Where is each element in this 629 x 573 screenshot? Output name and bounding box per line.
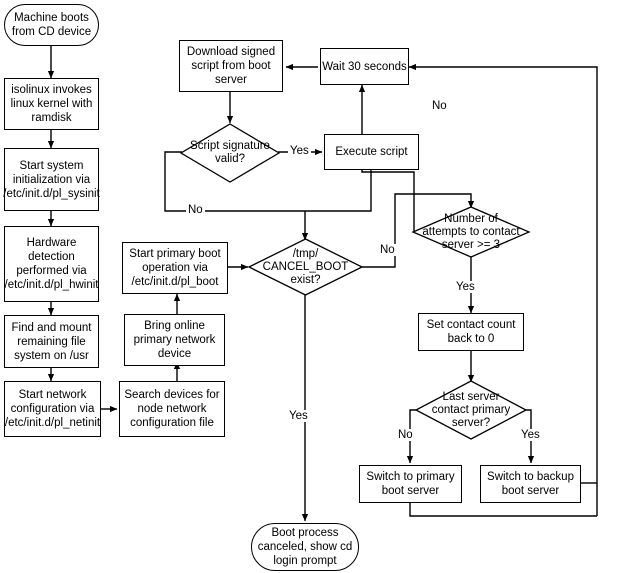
- edge-label-last-server-no: No: [396, 429, 415, 441]
- node-execute-script[interactable]: Execute script: [324, 134, 419, 170]
- edge-rail-to-wait: [408, 63, 598, 516]
- node-start-sysinit[interactable]: Start system initialization via /etc/ini…: [3, 148, 100, 211]
- node-isolinux-label: isolinux invokes linux kernel with ramdi…: [10, 84, 93, 124]
- diamond-shape-cancel-boot: [247, 238, 364, 296]
- decision-attempts-count-label: Number of attempts to contact server >= …: [422, 212, 520, 251]
- node-execute-script-label: Execute script: [335, 146, 408, 158]
- edge-label-attempts-no: No: [430, 100, 449, 112]
- node-start-primary-boot[interactable]: Start primary boot operation via /etc/in…: [122, 242, 228, 294]
- edge-execute-to-merge: [305, 170, 372, 212]
- node-start-sysinit-label: Start system initialization via /etc/ini…: [3, 159, 100, 200]
- node-start-network-config-label: Start network configuration via /etc/ini…: [4, 389, 101, 429]
- decision-cancel-boot-exists[interactable]: /tmp/ CANCEL_BOOT exist?: [247, 238, 364, 296]
- decision-script-signature-valid-label: Script signature valid?: [190, 140, 270, 165]
- edge-attempts-no-to-wait: [358, 84, 415, 231]
- edge-label-script-valid-no: No: [186, 204, 205, 216]
- edge-label-cancel-boot-no: No: [378, 244, 397, 256]
- node-start-network-config[interactable]: Start network configuration via /etc/ini…: [4, 381, 101, 437]
- node-search-devices-label: Search devices for node network configur…: [124, 389, 220, 429]
- node-set-contact-count-label: Set contact count back to 0: [426, 319, 516, 345]
- node-wait-30-seconds[interactable]: Wait 30 seconds: [320, 48, 409, 85]
- node-find-mount[interactable]: Find and mount remaining file system on …: [4, 315, 99, 368]
- decision-last-server-primary[interactable]: Last server contact primary server?: [414, 380, 528, 440]
- diamond-shape-script-valid: [179, 123, 281, 183]
- node-bring-online-label: Bring online primary network device: [133, 320, 216, 360]
- node-bring-online[interactable]: Bring online primary network device: [124, 314, 225, 366]
- node-start-primary-boot-label: Start primary boot operation via /etc/in…: [129, 248, 221, 288]
- node-hardware-detection-label: Hardware detection performed via /etc/in…: [4, 237, 99, 291]
- edge-label-last-server-yes: Yes: [519, 429, 542, 441]
- edge-lastserver-no-to-switchprimary: [406, 409, 416, 464]
- decision-script-signature-valid[interactable]: Script signature valid?: [179, 123, 281, 183]
- node-boot-canceled[interactable]: Boot process canceled, show cd login pro…: [251, 523, 359, 571]
- decision-cancel-boot-exists-label: /tmp/ CANCEL_BOOT exist?: [262, 247, 349, 286]
- node-switch-backup-server-label: Switch to backup boot server: [487, 471, 574, 497]
- diamond-shape-last-server: [414, 380, 528, 440]
- node-machine-boots-label: Machine boots from CD device: [11, 12, 92, 38]
- edge-label-script-valid-yes: Yes: [288, 145, 311, 157]
- edge-label-cancel-boot-yes: Yes: [287, 410, 310, 422]
- edge-lastserver-yes-to-switchbackup: [526, 409, 535, 464]
- node-switch-primary-server-label: Switch to primary boot server: [366, 471, 455, 497]
- decision-last-server-primary-label: Last server contact primary server?: [431, 390, 511, 429]
- node-wait-30-seconds-label: Wait 30 seconds: [322, 60, 407, 73]
- edge-cancelboot-no-to-attempts: [362, 193, 475, 268]
- node-machine-boots[interactable]: Machine boots from CD device: [4, 4, 99, 46]
- node-set-contact-count[interactable]: Set contact count back to 0: [418, 313, 524, 351]
- node-switch-primary-server[interactable]: Switch to primary boot server: [359, 465, 462, 503]
- decision-attempts-count[interactable]: Number of attempts to contact server >= …: [411, 206, 531, 258]
- node-download-script[interactable]: Download signed script from boot server: [179, 40, 283, 92]
- node-isolinux[interactable]: isolinux invokes linux kernel with ramdi…: [4, 78, 99, 130]
- edge-scriptvalid-no-route: [164, 151, 305, 212]
- node-search-devices[interactable]: Search devices for node network configur…: [119, 381, 225, 437]
- edge-switchprimary-to-rail: [409, 503, 597, 517]
- node-find-mount-label: Find and mount remaining file system on …: [11, 321, 92, 362]
- node-switch-backup-server[interactable]: Switch to backup boot server: [480, 465, 581, 503]
- edge-label-attempts-yes: Yes: [454, 281, 477, 293]
- diamond-shape-attempts: [411, 206, 531, 258]
- node-download-script-label: Download signed script from boot server: [186, 46, 276, 86]
- node-hardware-detection[interactable]: Hardware detection performed via /etc/in…: [4, 226, 99, 302]
- node-boot-canceled-label: Boot process canceled, show cd login pro…: [257, 527, 353, 567]
